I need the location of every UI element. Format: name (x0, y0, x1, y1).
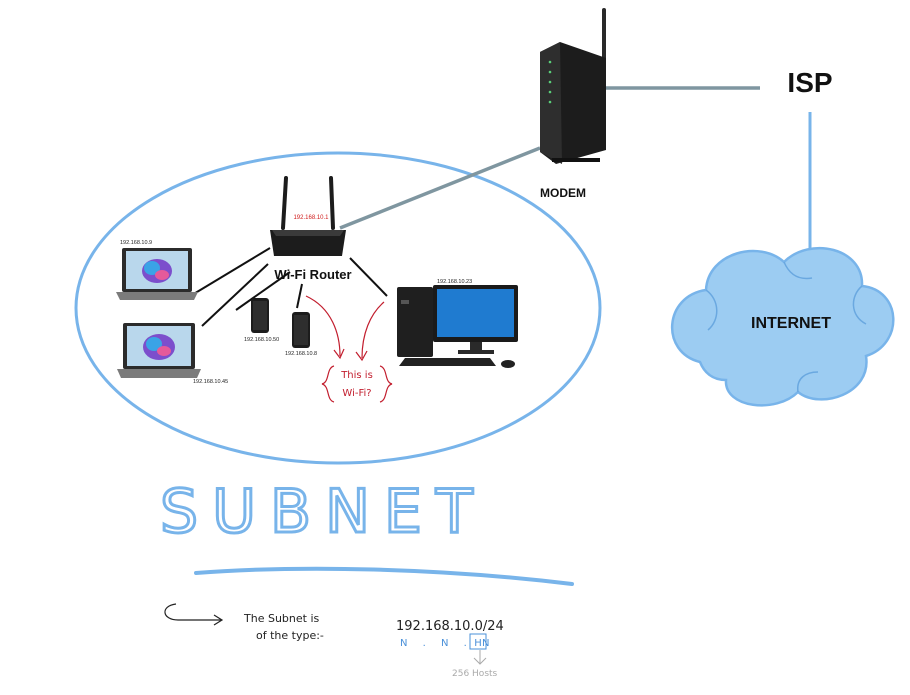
wifi-annotation-line1: This is (340, 370, 373, 381)
router-ip-label: 192.168.10.1 (293, 215, 329, 221)
modem-device (540, 8, 606, 164)
subnet-value: 192.168.10.0/24 (396, 619, 504, 634)
router-device (270, 176, 346, 256)
wifi-annotation-line2: Wi-Fi? (342, 388, 371, 399)
desktop-device (397, 285, 518, 368)
note-arrow (164, 603, 224, 626)
internet-cloud (671, 246, 895, 407)
router-to-laptop-top-link (191, 247, 271, 296)
phone-left-ip-label: 192.168.10.50 (244, 337, 279, 343)
router-to-phone-left-link (235, 271, 291, 311)
laptop-bottom-device (117, 323, 201, 378)
subnet-boundary (74, 151, 602, 465)
router-to-phone-right-link (296, 283, 303, 309)
host-box (469, 633, 487, 650)
subnet-pattern: N . N . N (400, 638, 496, 649)
router-to-desktop-link (349, 257, 388, 297)
subnet-title: SUBNET (160, 477, 487, 547)
modem-label: MODEM (540, 186, 586, 200)
note-line1: The Subnet is (243, 612, 319, 625)
phone-left-device (251, 298, 269, 333)
desktop-ip-label: 192.168.10.23 (437, 279, 472, 285)
host-mark: H (474, 638, 482, 649)
hosts-note: 256 Hosts (452, 669, 498, 679)
router-to-laptop-bottom-link (201, 263, 269, 327)
hosts-note-arrow (473, 650, 487, 665)
isp-label: ISP (787, 67, 832, 98)
laptop-top-device (116, 248, 198, 300)
internet-label: INTERNET (751, 315, 831, 332)
phone-right-ip-label: 192.168.10.8 (285, 351, 317, 357)
wifi-annotation (305, 295, 393, 403)
phone-right-device (292, 312, 310, 348)
laptop-top-ip-label: 192.168.10.9 (120, 240, 152, 246)
subnet-underline (194, 566, 574, 586)
note-line2: of the type:- (256, 629, 324, 642)
router-label: Wi-Fi Router (274, 267, 351, 282)
router-to-modem-link (339, 146, 541, 230)
laptop-bottom-ip-label: 192.168.10.45 (193, 379, 228, 385)
